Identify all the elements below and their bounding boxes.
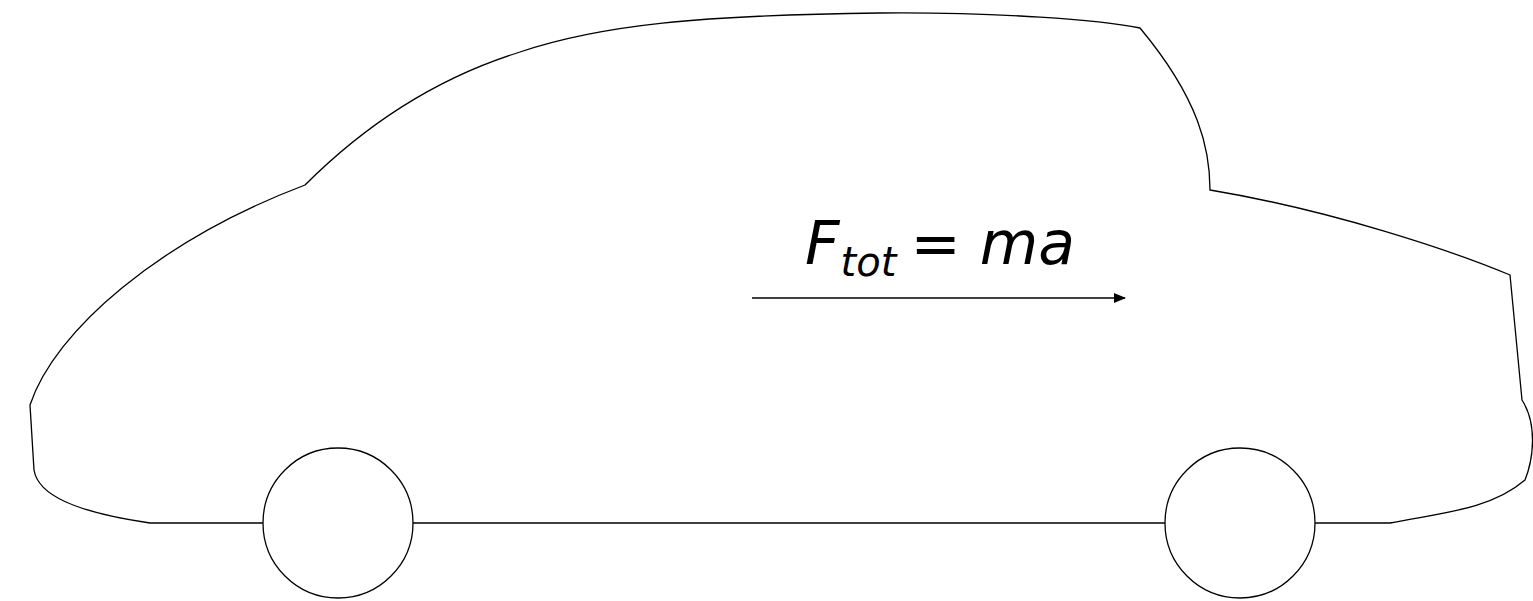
force-symbol: F <box>805 208 840 278</box>
equation-rest: = ma <box>910 208 1075 278</box>
rear-wheel <box>263 448 413 598</box>
car-body <box>30 13 1533 523</box>
force-arrow <box>752 297 1125 299</box>
force-subscript: tot <box>841 239 897 285</box>
front-wheel <box>1165 448 1315 598</box>
force-formula: Ftot= ma <box>805 213 1075 282</box>
